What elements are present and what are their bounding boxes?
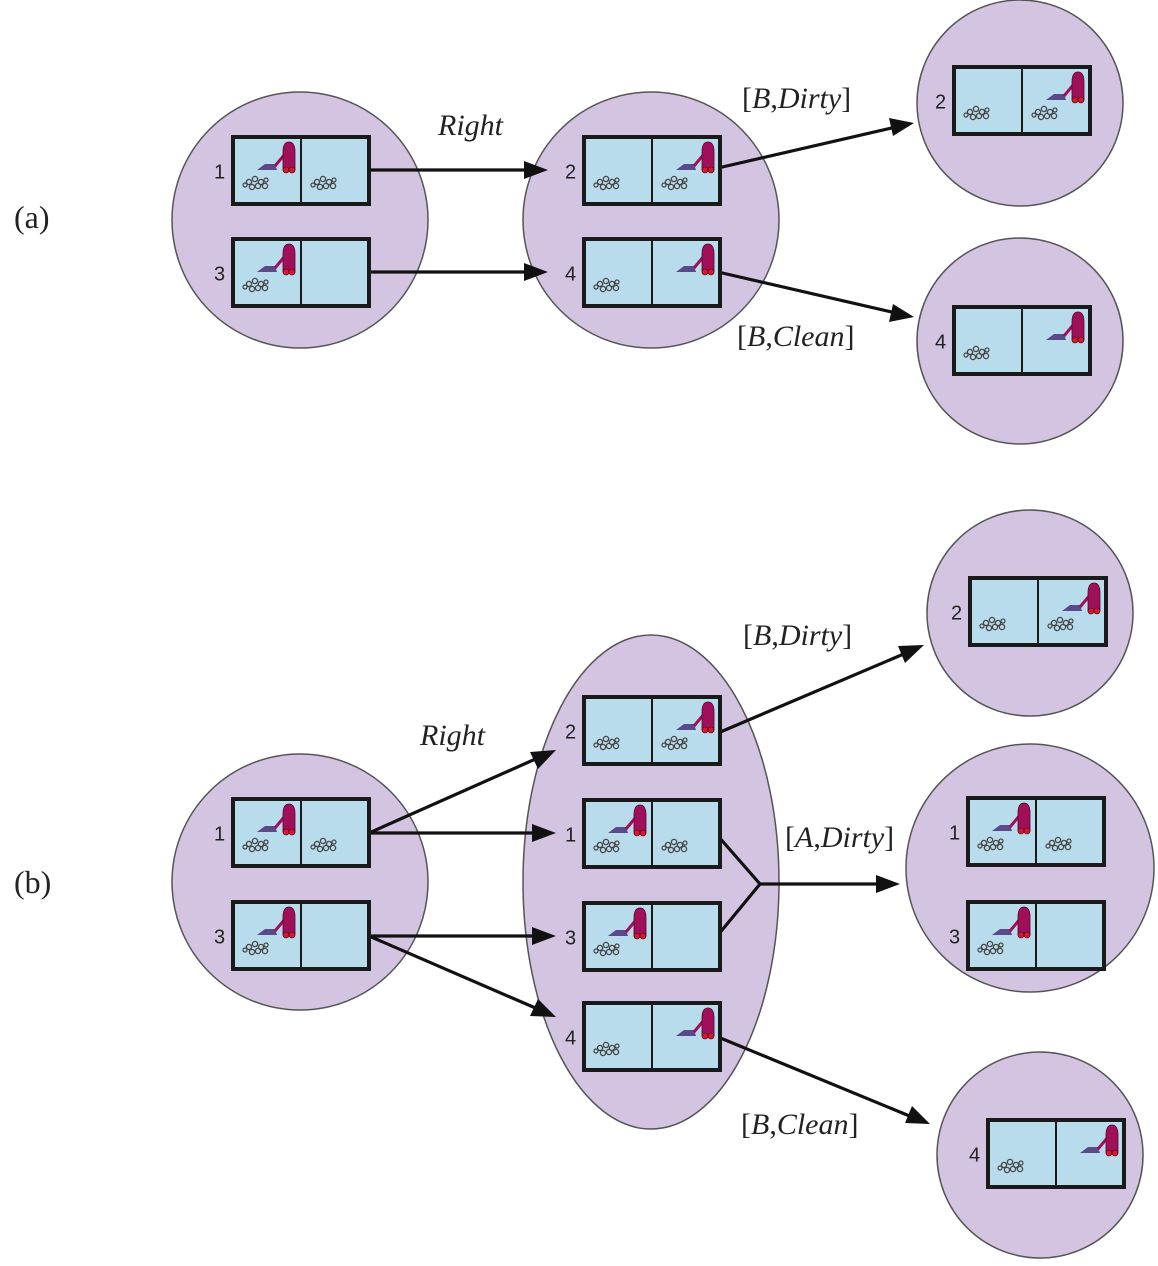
world-state: 4 <box>969 1118 1126 1189</box>
arrowhead <box>530 999 556 1017</box>
state-number: 2 <box>565 722 576 744</box>
world-state: 4 <box>935 305 1092 376</box>
edge-percept-a-clean <box>717 270 897 315</box>
world-state: 2 <box>951 576 1108 647</box>
percept-label: [A,Dirty] <box>785 821 894 854</box>
state-frame <box>582 695 722 766</box>
edge-percept-b-dirty <box>717 651 907 735</box>
state-number: 3 <box>949 927 960 949</box>
state-number: 3 <box>565 928 576 950</box>
world-state: 1 <box>214 797 371 868</box>
world-state: 4 <box>565 237 722 308</box>
state-frame <box>952 65 1092 136</box>
action-label-b: Right <box>419 719 486 752</box>
arrowhead <box>876 875 900 893</box>
edges <box>368 118 930 1124</box>
world-state: 1 <box>214 135 371 206</box>
edge-percept-b-clean <box>717 1035 913 1119</box>
state-number: 4 <box>935 332 946 354</box>
state-frame <box>582 1001 722 1072</box>
edge-right-b3-4 <box>368 934 541 1012</box>
arrowhead <box>530 750 556 769</box>
world-state: 3 <box>214 237 371 308</box>
state-frame <box>582 901 722 972</box>
world-state: 1 <box>565 798 722 869</box>
state-frame <box>582 237 722 308</box>
state-number: 3 <box>214 264 225 286</box>
state-frame <box>231 135 371 206</box>
state-number: 4 <box>565 264 576 286</box>
state-number: 2 <box>951 603 962 625</box>
state-frame <box>986 1118 1126 1189</box>
percept-label: [B,Dirty] <box>743 619 852 652</box>
world-state: 2 <box>935 65 1092 136</box>
arrowhead <box>532 927 556 945</box>
edge-percept-a-dirty <box>717 125 897 170</box>
state-frame <box>952 305 1092 376</box>
arrowhead <box>524 161 548 179</box>
state-frame <box>582 798 722 869</box>
state-frame <box>231 797 371 868</box>
state-frame <box>582 135 722 206</box>
state-number: 4 <box>969 1145 980 1167</box>
world-state: 1 <box>949 796 1106 867</box>
world-state: 4 <box>565 1001 722 1072</box>
state-frame <box>231 900 371 971</box>
state-frame <box>966 900 1106 971</box>
state-number: 1 <box>565 825 576 847</box>
state-number: 2 <box>935 92 946 114</box>
state-number: 1 <box>214 824 225 846</box>
state-frame <box>231 237 371 308</box>
arrowhead <box>889 304 914 322</box>
world-state: 3 <box>214 900 371 971</box>
percept-label: [B,Dirty] <box>742 82 851 115</box>
state-frame <box>966 796 1106 867</box>
world-state: 2 <box>565 695 722 766</box>
belief-node-a-start <box>171 91 429 349</box>
state-number: 1 <box>214 162 225 184</box>
edge-right-b1-2 <box>368 755 541 835</box>
state-number: 4 <box>565 1028 576 1050</box>
belief-node-a-mid <box>522 91 780 349</box>
arrowhead <box>532 824 556 842</box>
world-state: 3 <box>949 900 1106 971</box>
part-label-b: (b) <box>14 864 51 900</box>
arrowhead <box>898 645 924 663</box>
percept-label: [B,Clean] <box>737 320 855 353</box>
world-state: 3 <box>565 901 722 972</box>
state-frame <box>968 576 1108 647</box>
arrowhead <box>524 263 548 281</box>
state-boxes: 1 3 2 4 2 4 1 3 2 1 3 4 2 1 3 4 <box>214 65 1126 1189</box>
state-number: 2 <box>565 162 576 184</box>
action-label-a: Right <box>437 109 504 142</box>
state-number: 3 <box>214 927 225 949</box>
percept-label: [B,Clean] <box>741 1108 859 1141</box>
belief-node-b-start <box>171 753 429 1011</box>
part-label-a: (a) <box>14 199 50 235</box>
arrowhead <box>905 1106 930 1124</box>
state-number: 1 <box>949 823 960 845</box>
arrowhead <box>889 118 914 136</box>
world-state: 2 <box>565 135 722 206</box>
